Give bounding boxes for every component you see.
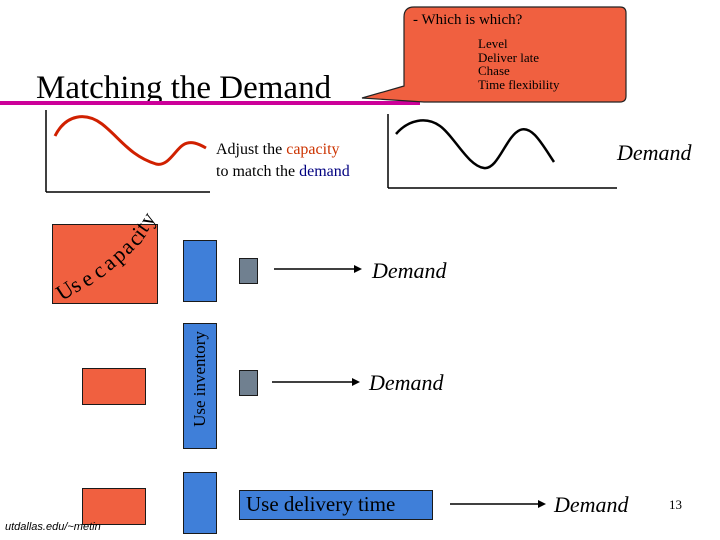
demand-label-row1: Demand: [372, 258, 447, 283]
callout-bubble: [361, 6, 627, 103]
capacity-box: [82, 368, 146, 405]
demand-label-top: Demand: [617, 140, 692, 165]
demand-graph: [387, 114, 617, 189]
capacity-box: [52, 224, 158, 304]
production-box: [183, 240, 217, 302]
use-delivery-time-label: Use delivery time: [246, 492, 396, 516]
page-number: 13: [669, 497, 682, 512]
slide-title: Matching the Demand: [36, 70, 332, 106]
delivery-box: [183, 472, 217, 534]
use-inventory-label: Use inventory: [190, 331, 209, 427]
demand-curve: [395, 119, 556, 170]
capacity-box: [82, 488, 146, 525]
capacity-curve: [53, 115, 207, 166]
inventory-box: [183, 323, 217, 449]
callout-option: Time flexibility: [478, 76, 560, 92]
title-underline: [0, 101, 420, 105]
callout-option: Level: [478, 36, 508, 51]
callout-question: - Which is which?: [413, 12, 523, 28]
callout-option: Deliver late: [478, 49, 539, 65]
callout-option: Chase: [478, 63, 510, 78]
demand-label-row3: Demand: [554, 492, 629, 517]
arrow-line: [274, 265, 362, 273]
adjust-capacity-text: Adjust the capacity to match the demand: [216, 139, 350, 183]
adjust-line2: to match the: [216, 163, 300, 180]
arrow-line: [450, 500, 546, 508]
footer-url: utdallas.edu/~metin: [5, 521, 101, 533]
arrow-line: [272, 378, 360, 386]
demand-label-row2: Demand: [369, 370, 444, 395]
delivery-time-box: [239, 490, 433, 520]
demand-word: demand: [299, 163, 350, 180]
small-box: [239, 258, 258, 284]
capacity-word: capacity: [286, 141, 340, 158]
small-box: [239, 370, 258, 396]
capacity-graph: [45, 110, 210, 193]
adjust-prefix: Adjust the: [216, 141, 287, 158]
